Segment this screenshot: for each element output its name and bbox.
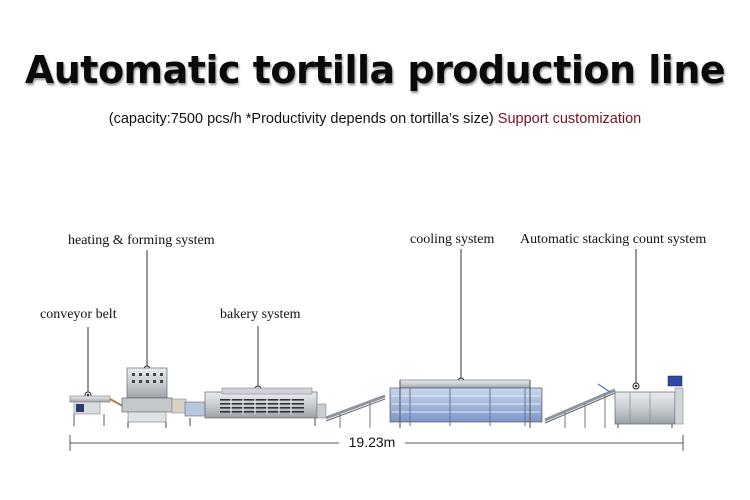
customization-note: Support customization [497,111,642,127]
total-length-label: 19.23m [339,434,405,450]
transfer-conveyor-2 [544,383,616,428]
callout-leaders [87,249,637,394]
capacity-note: (capacity:7500 pcs/h *Productivity depen… [108,111,494,127]
label-heating-forming: heating & forming system [68,233,215,248]
page-subtitle: (capacity:7500 pcs/h *Productivity depen… [0,111,750,127]
heating-forming-press [121,367,187,428]
label-bakery: bakery system [220,307,301,322]
bakery-oven [184,387,327,426]
cooling-tower [389,379,543,428]
label-conveyor-belt: conveyor belt [40,307,117,322]
stacking-counter [614,375,684,428]
conveyor-belt-unit [69,395,131,426]
label-cooling: cooling system [410,232,495,247]
page-title: Automatic tortilla production line [24,48,726,92]
transfer-conveyor-1 [325,394,386,428]
callout-marker-dots [86,367,638,397]
callout-markers [84,365,640,399]
label-stacking: Automatic stacking count system [520,232,707,247]
